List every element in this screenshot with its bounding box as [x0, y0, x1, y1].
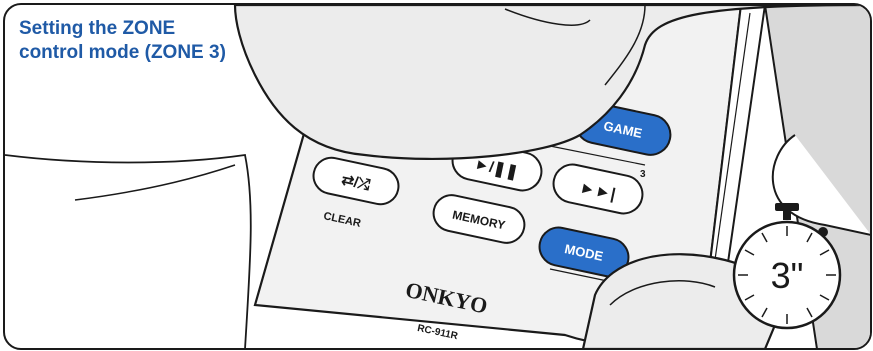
title-line-1: Setting the ZONE	[19, 17, 226, 41]
title-line-2: control mode (ZONE 3)	[19, 41, 226, 65]
illustration-frame: ⇄/⤮ CLEAR ►/❚❚ ►►| MEMORY GAME 3 MODE ON…	[3, 3, 872, 350]
palm-outline	[5, 155, 251, 349]
model-label: RC-911R	[416, 323, 459, 342]
game-number-label: 3	[640, 169, 646, 180]
timer-value: 3"	[771, 255, 804, 296]
page-title: Setting the ZONE control mode (ZONE 3)	[19, 17, 226, 65]
palm-line	[75, 165, 235, 200]
